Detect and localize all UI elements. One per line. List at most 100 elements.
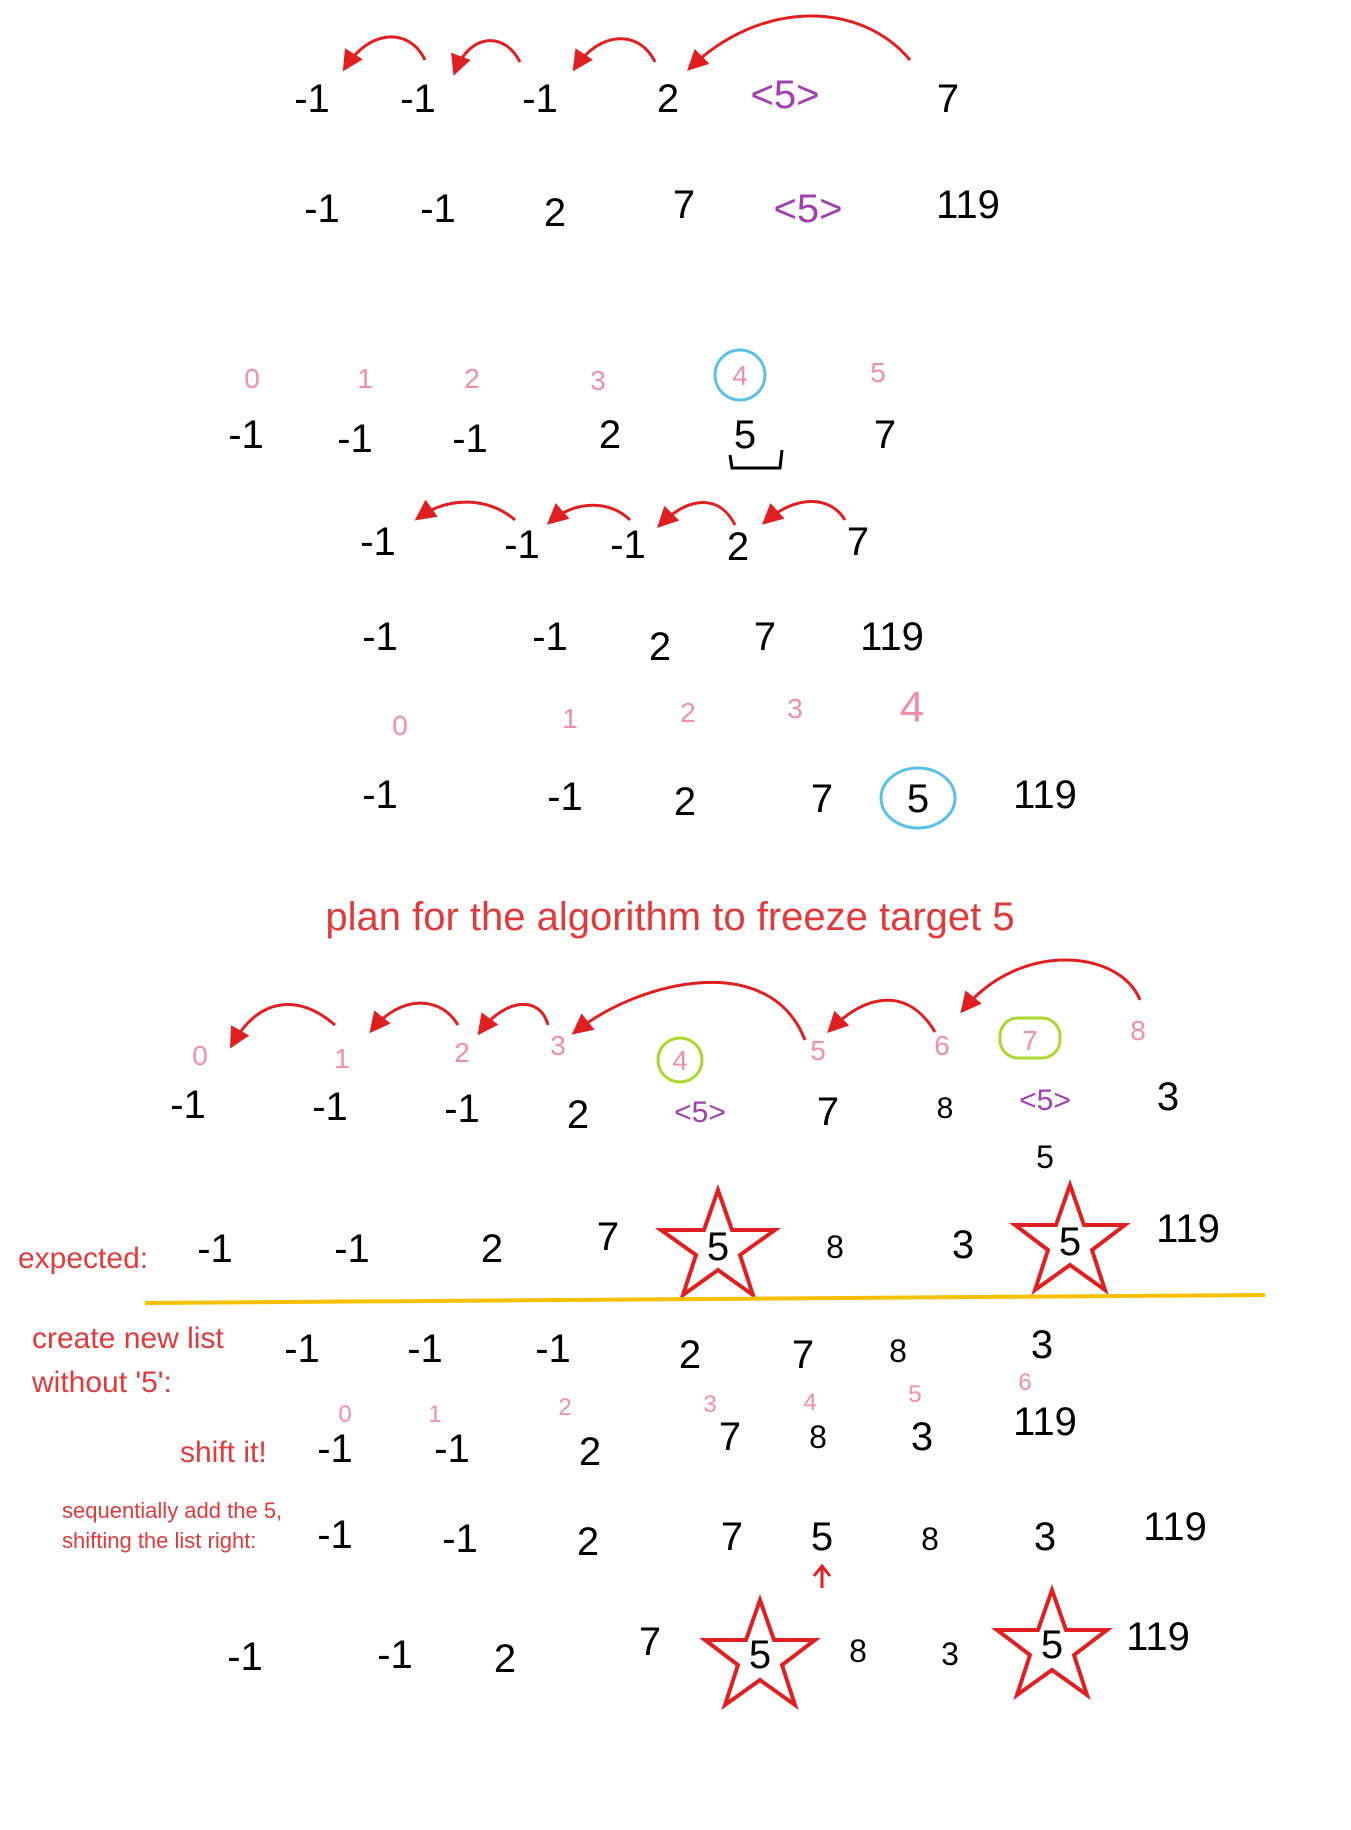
shift-arrow bbox=[686, 14, 912, 71]
index-label: 0 bbox=[392, 710, 408, 741]
value-cell: 8 bbox=[921, 1521, 939, 1557]
value-cell: 8 bbox=[826, 1229, 844, 1265]
shift-arrow bbox=[369, 1001, 460, 1034]
create-new-list-label: create new list without '5': bbox=[31, 1322, 232, 1399]
value-cell: -1 bbox=[610, 523, 646, 567]
value-cell: 3 bbox=[1031, 1323, 1053, 1367]
index-label: 1 bbox=[357, 363, 373, 394]
section-3: 0 1 2 3 4 5 6 7 8 -1 -1 -1 2 <5> 7 8 <5>… bbox=[18, 958, 1266, 1711]
section-1: -1 -1 -1 2 <5> 7 -1 -1 2 7 <5> 119 bbox=[294, 14, 1000, 235]
value-cell: 7 bbox=[792, 1333, 814, 1377]
value-cell: -1 bbox=[547, 775, 583, 819]
divider-line bbox=[144, 1293, 1266, 1305]
section2-arrows bbox=[414, 499, 847, 528]
value-cell: 7 bbox=[721, 1515, 743, 1559]
shift-arrow bbox=[451, 39, 522, 76]
shift-arrow bbox=[477, 1002, 550, 1036]
index-label: 0 bbox=[192, 1040, 208, 1071]
value-cell: -1 bbox=[522, 77, 558, 121]
value-cell: -1 bbox=[360, 520, 396, 564]
index-label: 3 bbox=[550, 1030, 566, 1061]
value-cell: 2 bbox=[567, 1093, 589, 1137]
index-label: 5 bbox=[810, 1035, 826, 1066]
value-cell: -1 bbox=[337, 417, 373, 461]
shift-arrow bbox=[546, 503, 632, 525]
index-label: 4 bbox=[900, 683, 924, 732]
section1-arrows bbox=[342, 14, 912, 76]
shift-arrow bbox=[572, 37, 657, 72]
index-label: 1 bbox=[562, 703, 578, 734]
index-label: 6 bbox=[934, 1030, 950, 1061]
note-line: shifting the list right: bbox=[62, 1528, 256, 1553]
frozen-star bbox=[991, 1583, 1113, 1701]
index-label: 2 bbox=[454, 1037, 470, 1068]
sequential-label: sequentially add the 5, shifting the lis… bbox=[62, 1498, 288, 1553]
shift-arrow bbox=[827, 998, 937, 1033]
value-cell: 2 bbox=[674, 780, 696, 824]
index-label: 3 bbox=[590, 365, 606, 396]
value-cell: -1 bbox=[442, 1517, 478, 1561]
value-cell: -1 bbox=[304, 187, 340, 231]
index-label: 2 bbox=[464, 363, 480, 394]
shift-arrow bbox=[657, 501, 737, 528]
index-label: 0 bbox=[338, 1401, 351, 1428]
target-index-circle bbox=[656, 1036, 704, 1084]
value-cell: 8 bbox=[849, 1633, 867, 1669]
frozen-value: 5 bbox=[1041, 1623, 1063, 1667]
value-cell: -1 bbox=[317, 1513, 353, 1557]
plan-heading: plan for the algorithm to freeze target … bbox=[325, 895, 1014, 939]
value-cell: 2 bbox=[679, 1333, 701, 1377]
shift-arrow bbox=[229, 1003, 336, 1049]
target-circle bbox=[879, 766, 957, 830]
value-cell: 2 bbox=[727, 525, 749, 569]
value-cell: -1 bbox=[420, 187, 456, 231]
value-cell: -1 bbox=[377, 1633, 413, 1677]
value-cell: 2 bbox=[577, 1520, 599, 1564]
target-index-circle bbox=[713, 348, 767, 402]
value-cell: -1 bbox=[444, 1087, 480, 1131]
index-label: 1 bbox=[334, 1043, 350, 1074]
shift-arrow bbox=[414, 499, 516, 522]
value-cell: -1 bbox=[434, 1427, 470, 1471]
index-label: 4 bbox=[732, 360, 748, 391]
value-cell: -1 bbox=[535, 1327, 571, 1371]
target-value: <5> bbox=[674, 1096, 726, 1129]
note-line: without '5': bbox=[31, 1366, 172, 1399]
value-cell: 7 bbox=[719, 1415, 741, 1459]
index-label: 5 bbox=[870, 357, 886, 388]
value-cell: -1 bbox=[532, 615, 568, 659]
value-cell: -1 bbox=[227, 1635, 263, 1679]
note-line: sequentially add the 5, bbox=[62, 1498, 282, 1523]
value-cell: 119 bbox=[936, 183, 1000, 227]
value-cell: -1 bbox=[407, 1327, 443, 1371]
frozen-star bbox=[1009, 1178, 1131, 1296]
value-cell: 7 bbox=[639, 1620, 661, 1664]
expected-label: expected: bbox=[18, 1242, 148, 1275]
value-cell: 7 bbox=[597, 1215, 619, 1259]
index-label: 7 bbox=[1022, 1025, 1038, 1056]
value-cell: 3 bbox=[952, 1223, 974, 1267]
value-cell: -1 bbox=[294, 77, 330, 121]
value-cell: 8 bbox=[889, 1333, 907, 1369]
value-cell: -1 bbox=[400, 77, 436, 121]
value-cell: -1 bbox=[312, 1085, 348, 1129]
target-value: <5> bbox=[1019, 1084, 1071, 1117]
value-cell: 7 bbox=[847, 520, 869, 564]
value-cell: 7 bbox=[811, 777, 833, 821]
index-label: 1 bbox=[428, 1401, 441, 1428]
value-cell: -1 bbox=[452, 417, 488, 461]
value-cell: 119 bbox=[1013, 1400, 1077, 1444]
shift-arrow bbox=[960, 958, 1142, 1014]
note-line: create new list bbox=[32, 1322, 224, 1355]
value-cell: 3 bbox=[941, 1636, 959, 1672]
value-cell: 8 bbox=[937, 1092, 954, 1125]
frozen-value: 5 bbox=[707, 1225, 729, 1269]
value-cell: -1 bbox=[334, 1227, 370, 1271]
value-cell: 119 bbox=[1143, 1505, 1207, 1549]
target-index-circle bbox=[998, 1016, 1062, 1060]
shift-arrow bbox=[761, 500, 847, 525]
value-cell: -1 bbox=[362, 615, 398, 659]
frozen-star bbox=[654, 1183, 782, 1301]
value-cell: -1 bbox=[284, 1327, 320, 1371]
